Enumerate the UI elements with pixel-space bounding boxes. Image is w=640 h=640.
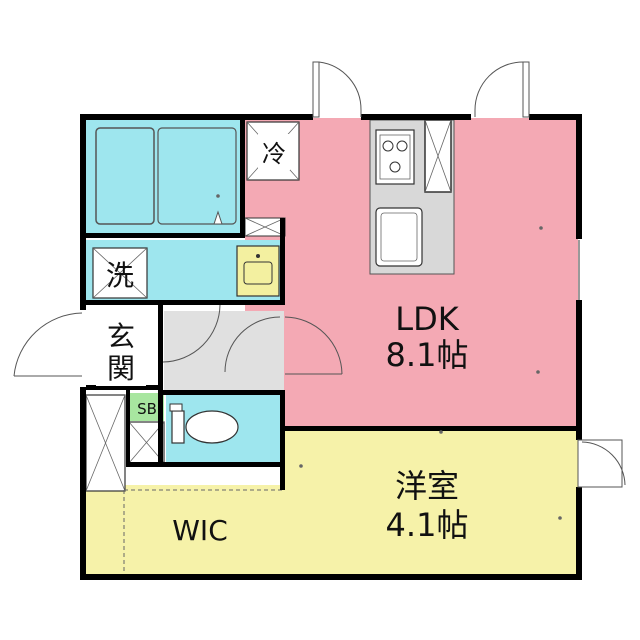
bedroom-floor <box>284 428 578 576</box>
bath-drain <box>213 210 223 225</box>
bathtub <box>95 127 155 225</box>
entrance-label-box <box>96 316 146 386</box>
shoebox-label: SB <box>137 400 157 418</box>
wic-floor <box>84 485 286 576</box>
bedroom-size: 4.1帖 <box>386 506 469 544</box>
toilet-paper <box>169 403 183 412</box>
fridge-label: 冷 <box>262 140 286 168</box>
kitchen-sink <box>375 207 423 267</box>
bath-wash-area <box>157 127 237 225</box>
ldk-name: LDK <box>395 300 459 338</box>
entrance-label-1: 玄 <box>107 320 135 353</box>
doors <box>13 61 626 488</box>
washroom-label: 洗 <box>106 259 134 292</box>
wic-label: WIC <box>172 514 228 547</box>
ldk-size: 8.1帖 <box>386 336 469 374</box>
bedroom-name: 洋室 <box>395 467 459 505</box>
entrance-floor <box>164 311 284 391</box>
walls <box>80 114 582 580</box>
outlet-dots <box>216 194 562 520</box>
entrance-label-2: 関 <box>107 352 135 385</box>
washbasin <box>236 245 280 297</box>
toilet-tank <box>171 410 185 444</box>
toilet-bowl <box>185 410 239 444</box>
